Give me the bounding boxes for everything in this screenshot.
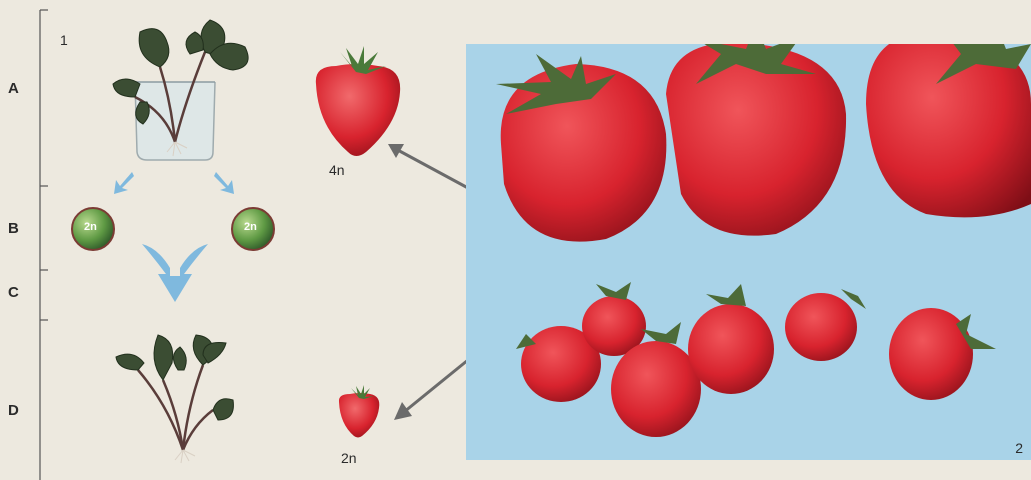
strawberry-photo: 2: [466, 44, 1031, 460]
blue-arrow-left: [110, 168, 140, 198]
left-cell-label: 2n: [84, 221, 97, 233]
row-label-c: C: [8, 284, 19, 301]
panel-2-label: 2: [1015, 440, 1023, 456]
row-label-a: A: [8, 80, 19, 97]
plant-in-beaker: [105, 12, 265, 172]
blue-arrow-right: [208, 168, 238, 198]
row-label-b: B: [8, 220, 19, 237]
gray-arrows: [380, 130, 480, 430]
large-strawberry-label: 4n: [329, 162, 345, 178]
photo-strawberries: [466, 44, 1031, 460]
small-strawberry-label: 2n: [341, 450, 357, 466]
panel-1-label: 1: [60, 32, 68, 48]
small-strawberry: [334, 384, 384, 440]
merge-arrow: [140, 240, 210, 305]
right-cell-label: 2n: [244, 221, 257, 233]
row-label-d: D: [8, 402, 19, 419]
grown-plant: [108, 325, 248, 465]
